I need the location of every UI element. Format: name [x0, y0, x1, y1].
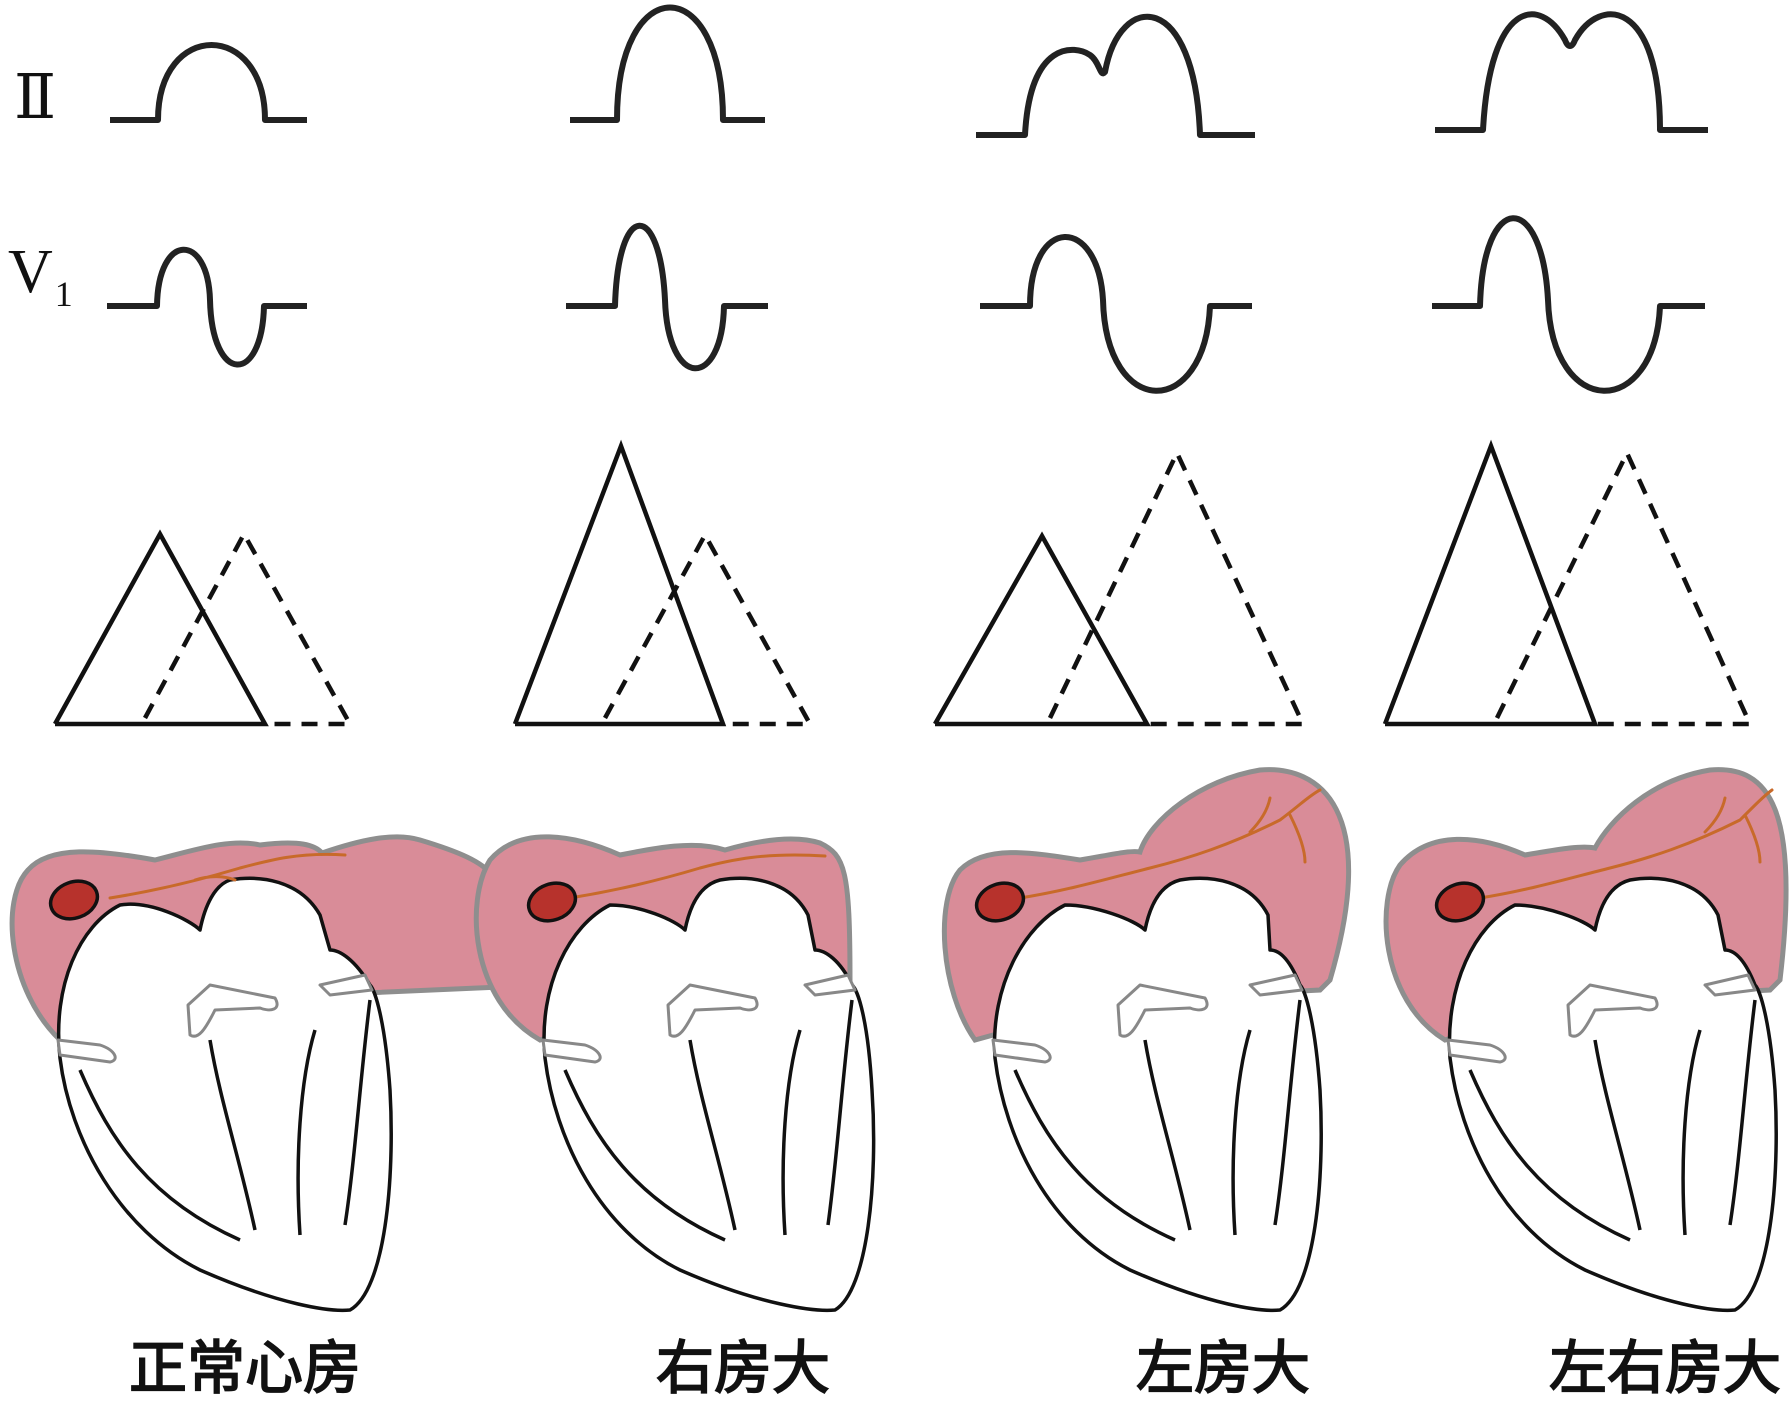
- septum-right-atrial: [688, 1029, 802, 1236]
- column-left-atrial-enlargement: [933, 13, 1352, 1313]
- lead-ii-p-wave-normal: [110, 42, 307, 123]
- column-normal: [9, 42, 553, 1313]
- vector-triangles-right-atrial: [512, 439, 814, 727]
- sinoatrial-node-left-atrial: [974, 881, 1026, 923]
- heart-left-atrial-enlargement: [941, 767, 1352, 1313]
- left-atrial-vector-triangle: [1047, 447, 1307, 727]
- sinoatrial-node-right-atrial: [526, 881, 578, 923]
- mitral-valve-right-atrial: [666, 983, 759, 1038]
- column-right-atrial-enlargement: [473, 4, 876, 1313]
- caption-left-atrial-enlargement: 左房大: [1136, 1334, 1310, 1402]
- column-biatrial-enlargement: [1382, 11, 1789, 1313]
- vector-triangles-normal: [53, 529, 354, 727]
- trabeculae-normal: [78, 999, 372, 1242]
- septum-normal: [208, 1029, 317, 1236]
- right-atrial-vector-triangle: [53, 529, 269, 727]
- septum-left-atrial: [1143, 1029, 1252, 1236]
- tricuspid-valve-normal: [56, 1038, 117, 1064]
- caption-normal-atrium: 正常心房: [129, 1334, 361, 1402]
- left-atrial-vector-triangle: [603, 530, 814, 727]
- mitral-valve-biatrial: [1566, 983, 1659, 1038]
- sinoatrial-node-normal: [48, 879, 100, 921]
- caption-right-atrial-enlargement: 右房大: [656, 1334, 830, 1402]
- ventricles-biatrial: [1447, 876, 1778, 1313]
- heart-normal: [9, 834, 553, 1313]
- sinoatrial-node-biatrial: [1434, 881, 1486, 923]
- right-atrial-vector-triangle: [512, 439, 727, 727]
- heart-biatrial-enlargement: [1383, 767, 1789, 1313]
- lead-v1-p-wave-biatrial: [1432, 215, 1705, 394]
- trabeculae-biatrial: [1468, 999, 1757, 1242]
- tricuspid-valve-right-atrial: [541, 1038, 602, 1064]
- conduction-pathway-biatrial: [1478, 788, 1774, 900]
- lead-ii-p-wave-biatrial: [1435, 11, 1708, 133]
- aortic-valve-normal: [318, 973, 374, 997]
- trabeculae-right-atrial: [563, 999, 854, 1242]
- lead-ii-label: Ⅱ: [14, 64, 56, 132]
- lead-v1-p-wave-left-atrial: [980, 234, 1252, 394]
- aortic-valve-left-atrial: [1248, 973, 1304, 997]
- conduction-pathway-left-atrial: [1018, 788, 1322, 900]
- vector-triangles-biatrial: [1382, 439, 1754, 727]
- mitral-valve-normal: [186, 983, 279, 1038]
- aortic-valve-right-atrial: [803, 973, 857, 997]
- lead-v1-subscript: 1: [55, 274, 73, 314]
- right-atrial-vector-triangle: [933, 531, 1151, 727]
- lead-ii-p-wave-left-atrial: [976, 13, 1255, 138]
- conduction-pathway-normal: [108, 852, 347, 900]
- lead-v1-p-wave-normal: [107, 246, 307, 368]
- lead-v1-p-wave-right-atrial: [566, 222, 768, 372]
- left-atrial-vector-triangle: [143, 529, 354, 727]
- mitral-valve-left-atrial: [1116, 983, 1209, 1038]
- lead-ii-p-wave-right-atrial: [570, 4, 765, 123]
- lead-v1-label: V1: [8, 238, 73, 314]
- septum-biatrial: [1593, 1029, 1702, 1236]
- heart-right-atrial-enlargement: [473, 834, 876, 1313]
- aortic-valve-biatrial: [1703, 973, 1757, 997]
- right-atrial-vector-triangle: [1382, 439, 1599, 727]
- tricuspid-valve-left-atrial: [991, 1038, 1052, 1064]
- trabeculae-left-atrial: [1013, 999, 1302, 1242]
- caption-biatrial-enlargement: 左右房大: [1549, 1334, 1781, 1402]
- vector-triangles-left-atrial: [933, 447, 1307, 727]
- conduction-pathway-right-atrial: [568, 853, 827, 900]
- left-atrial-vector-triangle: [1494, 447, 1754, 727]
- tricuspid-valve-biatrial: [1446, 1038, 1507, 1064]
